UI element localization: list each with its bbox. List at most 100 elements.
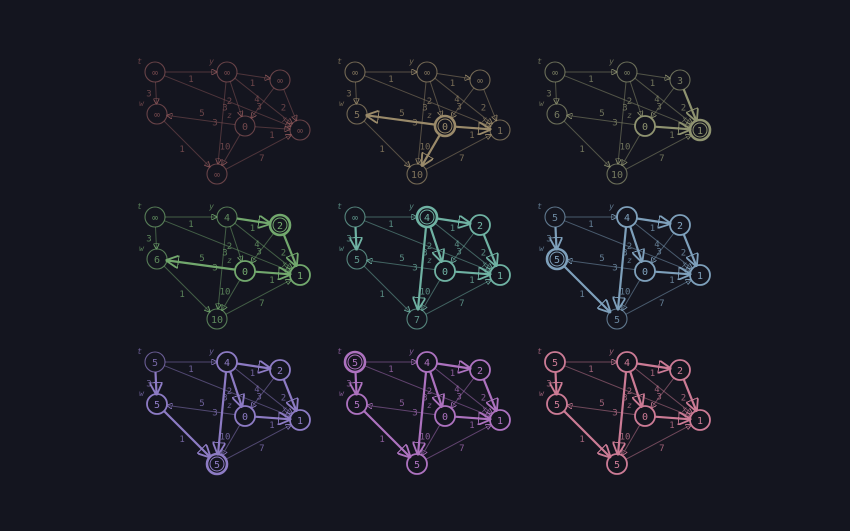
graph-edge xyxy=(425,280,491,315)
graph-edge xyxy=(625,280,691,315)
graph-edge xyxy=(164,220,290,272)
node-distance-label: 0 xyxy=(642,122,648,133)
edge-weight-label: 1 xyxy=(388,75,393,85)
graph-node xyxy=(344,206,366,228)
node-distance-label: 5 xyxy=(214,460,220,471)
graph-edge xyxy=(618,371,628,454)
current-node-ring xyxy=(419,209,435,225)
graph-node xyxy=(616,206,638,228)
edge-weight-label: 2 xyxy=(481,104,486,114)
edge-weight-label: 2 xyxy=(427,97,432,107)
edge-weight-label: 2 xyxy=(281,249,286,259)
graph-edge xyxy=(636,73,670,79)
node-name-tag: t xyxy=(337,202,342,211)
node-distance-label: 2 xyxy=(277,221,283,232)
graph-node xyxy=(616,61,638,83)
graph-edge xyxy=(629,81,642,117)
edge-weight-label: 1 xyxy=(188,75,193,85)
graph-edge xyxy=(556,81,557,104)
graph-edge xyxy=(629,371,642,407)
node-name-tag: w xyxy=(539,244,545,253)
node-distance-label: 10 xyxy=(211,315,223,326)
edge-weight-label: 1 xyxy=(588,75,593,85)
node-name-tag: x xyxy=(281,405,287,414)
graph-edge xyxy=(356,226,357,249)
edge-weight-label: 3 xyxy=(422,249,427,259)
node-distance-label: ∞ xyxy=(352,213,358,224)
edge-weight-label: 5 xyxy=(199,399,204,409)
edge-weight-label: 3 xyxy=(222,104,227,114)
node-distance-label: 0 xyxy=(242,267,248,278)
graph-edge xyxy=(636,219,670,224)
edge-weight-label: 3 xyxy=(146,234,151,244)
edge-weight-label: 1 xyxy=(188,220,193,230)
node-name-tag: y xyxy=(408,57,414,66)
node-name-tag: x xyxy=(481,405,487,414)
graph-edge xyxy=(156,81,157,104)
node-distance-label: 4 xyxy=(624,358,630,369)
graph-node xyxy=(415,205,439,229)
graph-node xyxy=(146,393,168,415)
graph-node xyxy=(144,351,166,373)
edge-weight-label: 1 xyxy=(179,290,184,300)
node-name-tag: w xyxy=(139,99,145,108)
node-distance-label: ∞ xyxy=(224,68,230,79)
graph-node xyxy=(689,409,711,431)
graph-node xyxy=(546,103,568,125)
edge-weight-label: 3 xyxy=(212,118,217,128)
edge-weight-label: 1 xyxy=(650,79,655,89)
dijkstra-step-panel: 1133234251101735t4y20z1x5w5 xyxy=(337,347,511,475)
graph-node xyxy=(343,350,367,374)
current-node-ring xyxy=(692,122,708,138)
graph-node xyxy=(544,206,566,228)
graph-edge xyxy=(364,75,490,127)
graph-edge xyxy=(236,219,270,224)
graph-node xyxy=(146,103,168,125)
node-name-tag: x xyxy=(481,260,487,269)
edge-weight-label: 3 xyxy=(422,104,427,114)
graph-edge xyxy=(218,371,228,454)
graph-edge xyxy=(167,115,236,126)
graph-edge xyxy=(436,364,470,369)
graph-edge xyxy=(436,73,470,79)
graph-edge xyxy=(425,135,491,170)
node-distance-label: 1 xyxy=(697,271,703,282)
edge-weight-label: 3 xyxy=(546,379,551,389)
graph-node xyxy=(606,453,628,475)
graph-edge xyxy=(367,115,436,126)
edge-weight-label: 2 xyxy=(427,387,432,397)
edge-weight-label: 5 xyxy=(599,399,604,409)
edge-weight-label: 1 xyxy=(388,365,393,375)
edge-weight-label: 1 xyxy=(669,421,674,431)
edge-weight-label: 1 xyxy=(269,276,274,286)
graph-edge xyxy=(567,405,636,416)
graph-edge xyxy=(429,226,442,262)
edge-weight-label: 1 xyxy=(379,290,384,300)
graph-node xyxy=(216,61,238,83)
edge-weight-label: 10 xyxy=(220,433,231,443)
node-name-tag: z xyxy=(627,401,632,410)
edge-weight-label: 3 xyxy=(546,234,551,244)
graph-edge xyxy=(556,371,557,394)
graph-edge xyxy=(418,81,427,164)
node-name-tag: y xyxy=(608,57,614,66)
edge-weight-label: 3 xyxy=(612,118,617,128)
graph-node xyxy=(234,260,256,282)
edge-weight-label: 5 xyxy=(399,254,404,264)
edge-weight-label: 2 xyxy=(227,387,232,397)
graph-node xyxy=(289,409,311,431)
node-distance-label: 2 xyxy=(477,366,483,377)
graph-edge xyxy=(422,134,441,166)
current-node-ring xyxy=(437,118,453,134)
graph-node xyxy=(634,115,656,137)
edge-weight-label: 1 xyxy=(250,224,255,234)
graph-node xyxy=(205,452,229,476)
graph-node xyxy=(234,115,256,137)
node-distance-label: 10 xyxy=(411,170,423,181)
graph-edge xyxy=(454,417,490,420)
graph-edge xyxy=(367,405,436,416)
graph-edge xyxy=(163,265,210,312)
